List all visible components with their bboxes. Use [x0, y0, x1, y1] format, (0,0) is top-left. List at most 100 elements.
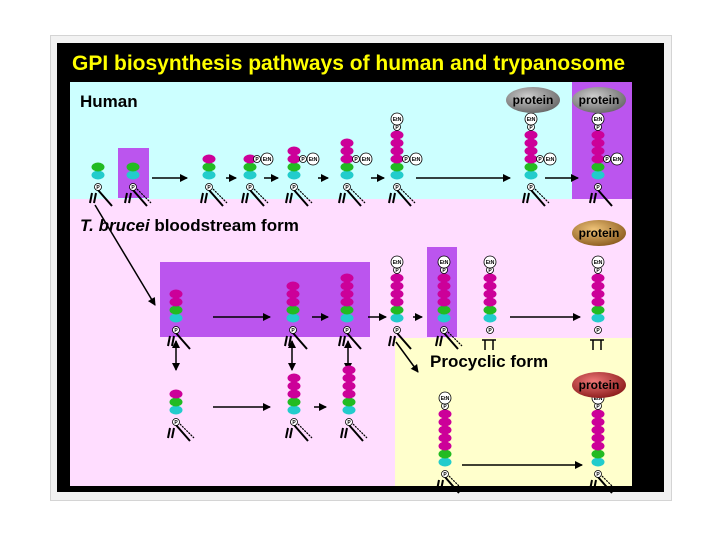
- svg-text:protein: protein: [513, 93, 554, 107]
- ethanolamine-icon-label: EtN: [486, 260, 495, 266]
- mannose-icon: [342, 365, 356, 375]
- mannose-icon: [591, 273, 605, 283]
- acyl-chain: [297, 423, 313, 439]
- ethanolamine-icon: [591, 255, 605, 269]
- section-label-bloodstream: T. brucei bloodstream form: [80, 216, 299, 236]
- phosphate-icon-label: P: [596, 472, 600, 478]
- mannose-icon: [524, 154, 538, 164]
- ethanolamine-icon-label: EtN: [263, 157, 272, 163]
- inositol-icon: [202, 170, 216, 180]
- mannose-icon: [437, 281, 451, 291]
- phosphate-icon-label: P: [529, 125, 533, 131]
- phosphate-icon-label: P: [395, 328, 399, 334]
- section-label-human: Human: [80, 92, 138, 111]
- inositol-icon: [169, 405, 183, 415]
- mannose-icon: [340, 154, 354, 164]
- phosphate-icon: [290, 418, 298, 426]
- mannose-icon: [169, 389, 183, 399]
- phosphate-icon: [527, 183, 535, 191]
- acyl-chain: [448, 475, 464, 491]
- phosphate-icon-label: P: [292, 185, 296, 191]
- inositol-icon: [591, 170, 605, 180]
- lipid-tails: [338, 332, 362, 350]
- mannose-icon: [524, 146, 538, 156]
- phosphate-icon: [440, 326, 448, 334]
- phosphate-icon: [393, 183, 401, 191]
- ethanolamine-icon: [260, 152, 274, 166]
- glucosamine-icon: [342, 397, 356, 407]
- phosphate-icon: [441, 470, 449, 478]
- ethanolamine-icon-label: EtN: [594, 260, 603, 266]
- mannose-icon: [340, 289, 354, 299]
- glucosamine-icon: [287, 162, 301, 172]
- phosphate-icon-label: P: [174, 420, 178, 426]
- glucosamine-icon: [591, 449, 605, 459]
- phosphate-icon: [345, 418, 353, 426]
- lipid-tails: [89, 189, 113, 207]
- phosphate-icon: [94, 183, 102, 191]
- gpi-structure: P: [167, 389, 195, 442]
- phosphate-icon-label: P: [538, 157, 542, 163]
- ethanolamine-icon: [437, 255, 451, 269]
- phosphate-icon: [253, 155, 261, 163]
- lipid-tails: [167, 332, 191, 350]
- phosphate-icon: [343, 183, 351, 191]
- inositol-icon: [287, 170, 301, 180]
- mannose-icon: [169, 289, 183, 299]
- phosphate-icon-label: P: [488, 268, 492, 274]
- gpi-structure: P: [284, 281, 308, 350]
- mannose-icon: [340, 273, 354, 283]
- phosphate-icon-label: P: [354, 157, 358, 163]
- phosphate-icon-label: P: [596, 328, 600, 334]
- acyl-chain: [447, 331, 463, 347]
- ethanolamine-icon: [524, 112, 538, 126]
- acyl-chain: [297, 188, 313, 204]
- ethanolamine-icon-label: EtN: [441, 396, 450, 402]
- mannose-icon: [390, 273, 404, 283]
- glucosamine-icon: [390, 162, 404, 172]
- lipid-tails: [589, 476, 613, 494]
- inositol-icon: [340, 313, 354, 323]
- glucosamine-icon: [438, 449, 452, 459]
- mannose-icon: [390, 146, 404, 156]
- mannose-icon: [438, 441, 452, 451]
- inositol-icon: [591, 457, 605, 467]
- phosphate-icon: [402, 155, 410, 163]
- ethanolamine-icon: [390, 112, 404, 126]
- mannose-icon: [202, 154, 216, 164]
- ethanolamine-icon-label: EtN: [393, 260, 402, 266]
- inositol-icon: [483, 313, 497, 323]
- mannose-icon: [286, 281, 300, 291]
- lipid-tails: [338, 189, 362, 207]
- phosphate-icon-label: P: [443, 404, 447, 410]
- inositol-icon: [169, 313, 183, 323]
- protein-badge-bloodstream: protein: [572, 220, 626, 246]
- ethanolamine-icon: [483, 255, 497, 269]
- glucosamine-icon: [126, 162, 140, 172]
- protein-badge-human-2: protein: [572, 87, 626, 113]
- acyl-chain: [212, 188, 228, 204]
- phosphate-icon-label: P: [596, 185, 600, 191]
- phosphate-icon-label: P: [345, 328, 349, 334]
- lipid-tails: [124, 189, 148, 207]
- mannose-icon: [591, 281, 605, 291]
- gpi-structure: P: [200, 154, 228, 207]
- arrow: [395, 341, 419, 373]
- phosphate-icon-label: P: [529, 185, 533, 191]
- ethanolamine-icon-label: EtN: [412, 157, 421, 163]
- mannose-icon: [342, 381, 356, 391]
- acyl-chain: [534, 188, 550, 204]
- ethanolamine-icon: [390, 255, 404, 269]
- mannose-icon: [483, 281, 497, 291]
- ethanolamine-icon-label: EtN: [527, 117, 536, 123]
- glucosamine-icon: [286, 305, 300, 315]
- phosphate-icon-label: P: [255, 157, 259, 163]
- mannose-icon: [591, 433, 605, 443]
- glucosamine-icon: [169, 397, 183, 407]
- mannose-icon: [483, 297, 497, 307]
- mannose-icon: [390, 138, 404, 148]
- acyl-chain: [400, 188, 416, 204]
